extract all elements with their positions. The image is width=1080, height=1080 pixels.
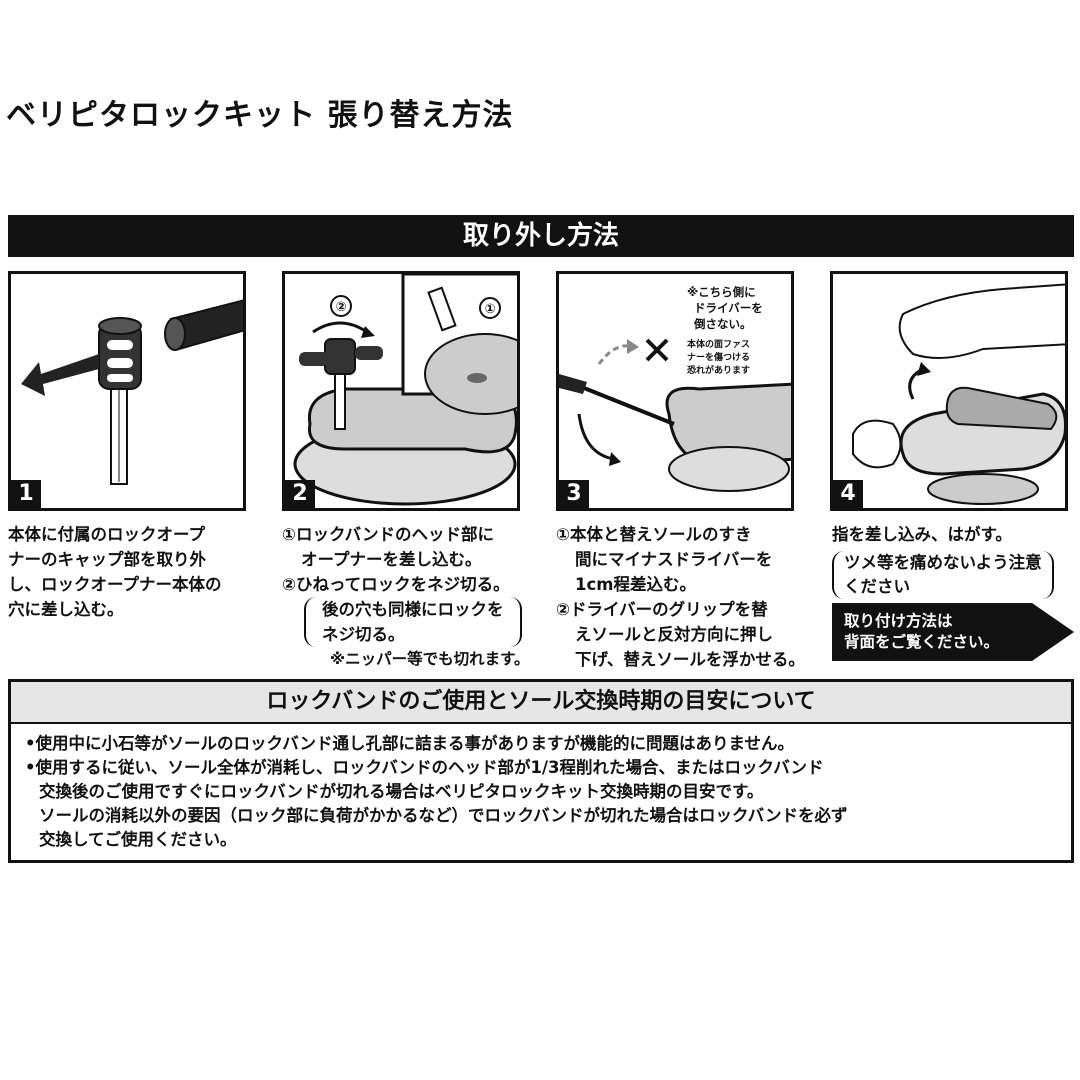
step-1-line: 本体に付属のロックオープ — [8, 525, 206, 544]
info-box: ロックバンドのご使用とソール交換時期の目安について •使用中に小石等がソールのロ… — [8, 679, 1074, 863]
step-3-illustration: ※こちら側に ドライバーを 倒さない。 本体の面ファス ナーを傷つける 恐れがあ… — [556, 271, 794, 511]
step-2-line: ②ひねってロックをネジ切る。 — [282, 575, 510, 594]
lock-opener-illustration — [21, 299, 243, 485]
info-bullet-line: 交換後のご使用ですぐにロックバンドが切れる場合はベリピタロックキット交換時期の目… — [39, 782, 764, 801]
step-2-line: オープナーを差し込む。 — [301, 550, 482, 569]
note-line-3: 倒さない。 — [693, 317, 752, 331]
caution-line-2: ナーを傷つける — [687, 351, 750, 363]
step-2-paren-line: 後の穴も同様にロックを — [322, 600, 504, 619]
step-3-line: 1cm程差込む。 — [575, 575, 696, 594]
screwdriver-illustration: ※こちら側に ドライバーを 倒さない。 本体の面ファス ナーを傷つける 恐れがあ… — [559, 285, 791, 492]
step-number: 2 — [285, 480, 315, 508]
step-2-illustration: ② ① 2 — [282, 271, 520, 511]
section-banner: 取り外し方法 — [8, 215, 1074, 257]
step-2-label-2: ② — [335, 300, 346, 315]
step-1-illustration: 1 — [8, 271, 246, 511]
caution-line-3: 恐れがあります — [687, 364, 750, 376]
step-4-line: 指を差し込み、はがす。 — [832, 525, 1012, 544]
step-3-line: えソールと反対方向に押し — [575, 625, 773, 644]
peel-off-illustration — [852, 283, 1065, 505]
info-heading: ロックバンドのご使用とソール交換時期の目安について — [11, 682, 1071, 724]
step-1-line: し、ロックオープナー本体の — [8, 575, 222, 594]
info-bullet-line: ソールの消耗以外の要因（ロック部に負荷がかかるなど）でロックバンドが切れた場合は… — [39, 806, 848, 825]
step-1-line: 穴に差し込む。 — [8, 600, 124, 619]
info-bullet: •使用するに従い、ソール全体が消耗し、ロックバンドのヘッド部が1/3程削れた場合… — [25, 758, 824, 777]
attach-method-arrow: 取り付け方法は 背面をご覧ください。 — [832, 603, 1074, 661]
step-3-line: 下げ、替えソールを浮かせる。 — [575, 650, 805, 669]
info-bullet: •使用中に小石等がソールのロックバンド通し孔部に詰まる事がありますが機能的に問題… — [25, 734, 795, 753]
step-4-paren-note: ツメ等を痛めないよう注意 ください — [832, 551, 1054, 599]
info-body: •使用中に小石等がソールのロックバンド通し孔部に詰まる事がありますが機能的に問題… — [11, 724, 1071, 852]
arrow-note: 取り付け方法は 背面をご覧ください。 — [844, 611, 999, 653]
step-3-line: ①本体と替えソールのすき — [556, 525, 752, 544]
step-1-line: ナーのキャップ部を取り外 — [8, 550, 206, 569]
step-2-text: ①ロックバンドのヘッド部に オープナーを差し込む。 ②ひねってロックをネジ切る。… — [282, 522, 530, 672]
step-2-paren-note: 後の穴も同様にロックを ネジ切る。 — [304, 597, 522, 647]
twist-off-illustration: ② ① — [293, 274, 517, 506]
step-4-text: 指を差し込み、はがす。 ツメ等を痛めないよう注意 ください — [832, 522, 1054, 599]
arrow-right-icon — [832, 603, 1074, 661]
step-number: 1 — [11, 480, 41, 508]
step-2-label-1: ① — [484, 302, 495, 317]
step-2-paren-line: ネジ切る。 — [322, 625, 405, 644]
step-4-paren-line: ツメ等を痛めないよう注意 — [844, 553, 1042, 572]
step-1-text: 本体に付属のロックオープ ナーのキャップ部を取り外 し、ロックオープナー本体の … — [8, 522, 222, 622]
step-3-text: ①本体と替えソールのすき 間にマイナスドライバーを 1cm程差込む。 ②ドライバ… — [556, 522, 805, 672]
step-3-line: 間にマイナスドライバーを — [575, 550, 773, 569]
arrow-note-line: 背面をご覧ください。 — [844, 633, 1000, 651]
step-number: 4 — [833, 480, 863, 508]
step-number: 3 — [559, 480, 589, 508]
info-bullet-line: 交換してご使用ください。 — [39, 830, 237, 849]
note-line-1: ※こちら側に — [687, 285, 756, 299]
note-line-2: ドライバーを — [694, 301, 763, 315]
step-2-line: ①ロックバンドのヘッド部に — [282, 525, 494, 544]
arrow-note-line: 取り付け方法は — [844, 612, 953, 630]
caution-line-1: 本体の面ファス — [687, 338, 750, 350]
page-title: ベリピタロックキット 張り替え方法 — [6, 98, 514, 133]
step-4-paren-line: ください — [844, 577, 910, 596]
step-3-line: ②ドライバーのグリップを替 — [556, 600, 768, 619]
step-4-illustration: 4 — [830, 271, 1068, 511]
step-2-nipper-note: ※ニッパー等でも切れます。 — [330, 650, 530, 668]
